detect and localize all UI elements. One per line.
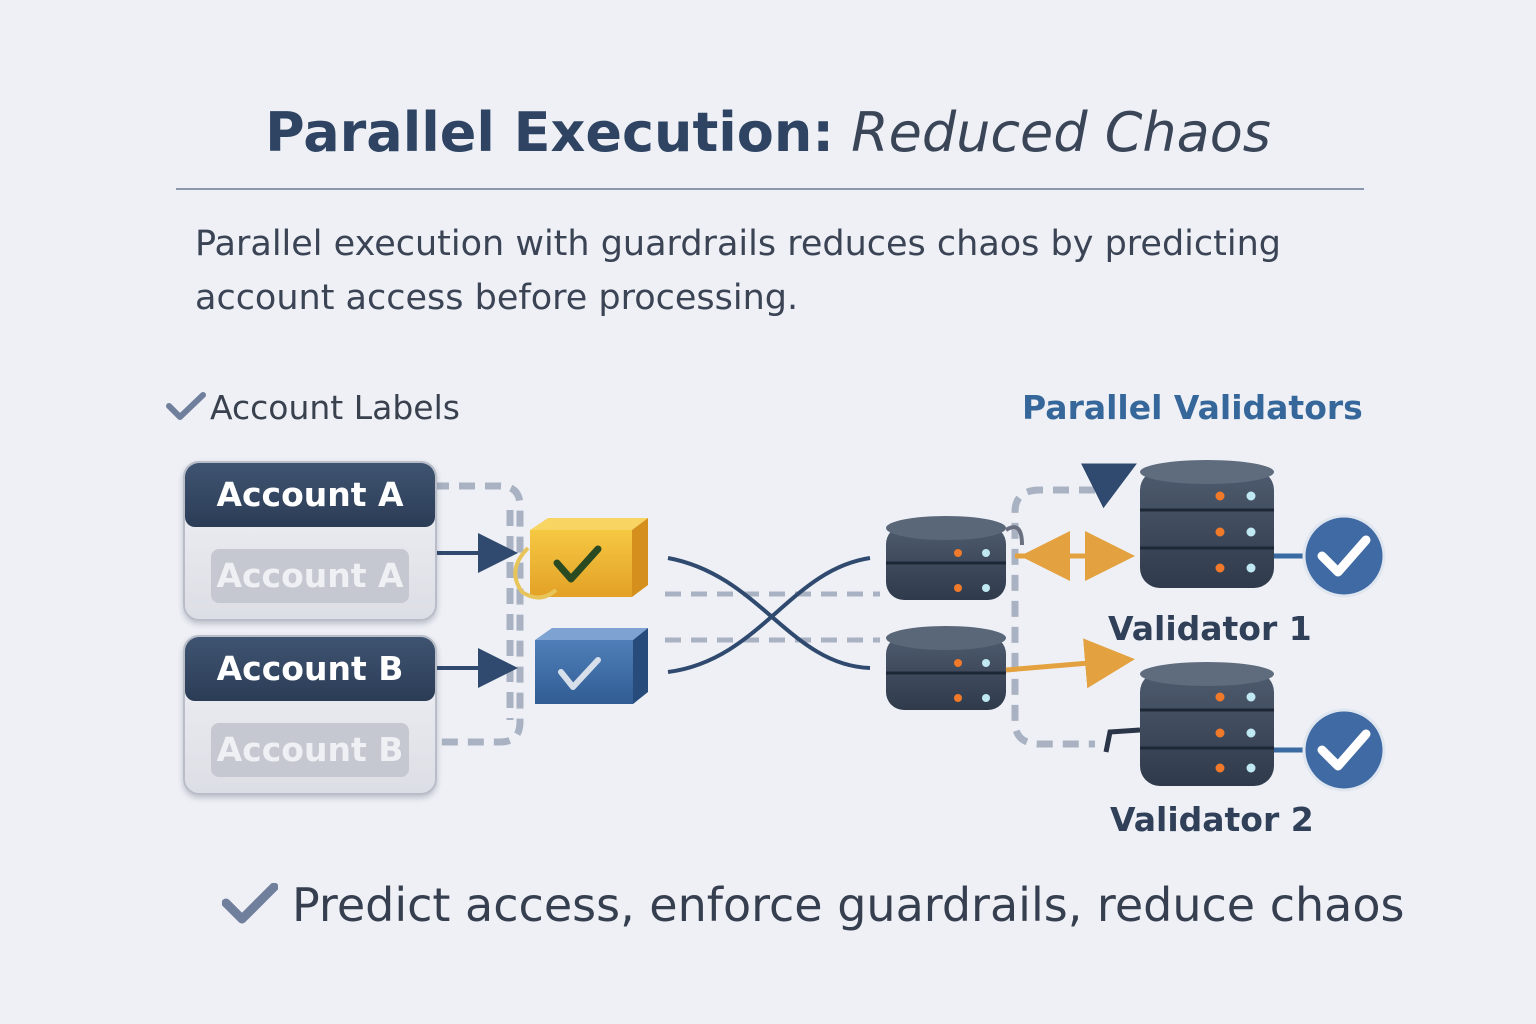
crossing-curve-1 [667,556,871,670]
navy-up-arrow-top [1081,463,1137,509]
server-stack-icon [1140,662,1274,786]
page-title: Parallel Execution: Reduced Chaos [0,100,1536,166]
crossing-curve-2 [667,556,871,674]
account-b-tag: Account B [211,723,409,777]
validator-1-label: Validator 1 [1108,609,1312,648]
title-divider [176,188,1364,190]
account-labels-text: Account Labels [210,388,460,427]
yellow-lock-icon [513,518,648,600]
account-b-header: Account B [185,637,435,701]
parallel-validators-heading: Parallel Validators [1022,388,1363,427]
check-circle-icon [1302,514,1386,598]
guardrail-dashed-path-right [1011,486,1095,748]
account-b-card: Account B Account B [183,635,437,795]
check-icon [221,876,292,942]
server-stack-icon [886,516,1006,600]
validator-2-label: Validator 2 [1110,800,1314,839]
server-stack-icon [886,626,1006,710]
account-a-tag: Account A [211,549,409,603]
account-labels-heading: Account Labels [166,386,460,432]
server-stack-icon [1140,460,1274,588]
check-circle-icon [1302,708,1386,792]
title-main: Parallel Execution: [265,101,834,164]
blue-lock-icon [535,628,648,704]
account-a-header: Account A [185,463,435,527]
footer-summary: Predict access, enforce guardrails, redu… [221,872,1405,942]
check-icon [166,388,210,432]
account-a-card: Account A Account A [183,461,437,621]
navy-up-arrow-bottom [1103,727,1141,753]
guardrail-dashed-path-left [433,482,524,746]
footer-text: Predict access, enforce guardrails, redu… [292,878,1405,932]
title-sub: Reduced Chaos [851,101,1271,164]
description: Parallel execution with guardrails reduc… [195,224,1281,318]
orange-arrow-lower [1005,638,1135,689]
